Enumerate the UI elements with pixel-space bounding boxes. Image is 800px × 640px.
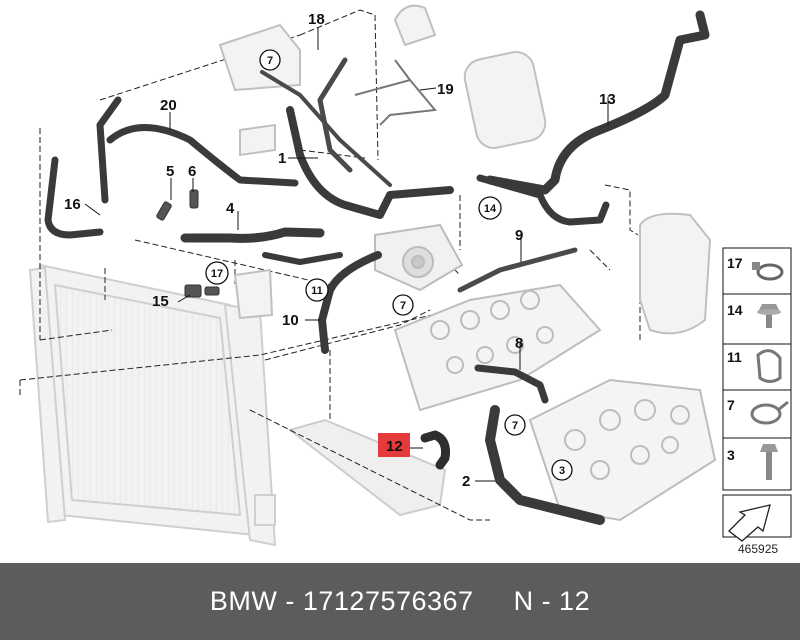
figure-number: 465925 <box>738 542 778 556</box>
circled-callout-7-low: 7 <box>512 420 518 432</box>
hose-20 <box>96 96 299 204</box>
callout-19: 19 <box>437 81 454 98</box>
circled-callout-7-top: 7 <box>267 55 273 67</box>
circled-callout-11: 11 <box>311 285 323 297</box>
circled-callout-17: 17 <box>211 268 223 280</box>
circled-callouts: 7 14 17 11 7 7 3 <box>205 49 573 481</box>
callout-16: 16 <box>64 196 81 213</box>
hose-9 <box>457 247 578 293</box>
footer-bar: BMW - 17127576367 N - 12 <box>0 563 800 640</box>
callout-18: 18 <box>308 11 325 28</box>
legend-label-11: 11 <box>727 349 742 365</box>
circled-callout-14: 14 <box>484 203 497 215</box>
legend-label-14: 14 <box>727 302 743 318</box>
callout-13: 13 <box>599 91 616 108</box>
fastener-legend: 17 14 11 7 3 <box>722 247 792 542</box>
callout-12: 12 <box>386 438 403 455</box>
callout-2: 2 <box>462 473 470 490</box>
callout-15: 15 <box>152 293 169 310</box>
leader-lines <box>84 27 609 482</box>
legend-label-3: 3 <box>727 447 735 463</box>
legend-label-17: 17 <box>727 255 743 271</box>
hose-1 <box>286 106 454 219</box>
hose-10 <box>318 251 382 354</box>
cylinder-head-upper <box>393 283 602 412</box>
arrow-icon <box>728 504 771 542</box>
hose-18 <box>317 57 353 173</box>
callout-5: 5 <box>166 163 174 180</box>
cylinder-head-lower <box>528 378 717 522</box>
callout-8: 8 <box>515 335 523 352</box>
coolant-pipe-lower <box>287 418 447 517</box>
callout-12-highlight: 12 <box>378 433 410 457</box>
hose-4 <box>180 227 325 243</box>
callout-9: 9 <box>515 227 523 244</box>
hose-8 <box>474 364 549 404</box>
hose-14 <box>476 174 610 226</box>
parts-diagram: 18 19 20 13 1 5 6 16 4 9 15 10 8 2 12 7 … <box>19 4 792 556</box>
part-code: BMW - 17127576367 <box>209 586 474 616</box>
circled-callout-7-mid: 7 <box>400 300 406 312</box>
hose-2 <box>485 405 605 525</box>
hoses <box>44 10 710 525</box>
upper-components <box>218 4 712 335</box>
small-parts <box>156 189 220 298</box>
hose-16 <box>44 156 104 239</box>
spring-clamp-icon <box>750 400 789 425</box>
legend-label-7: 7 <box>727 397 735 413</box>
item-reference: N - 12 <box>513 586 591 616</box>
clip-icon <box>756 349 782 383</box>
circled-callout-3: 3 <box>559 465 565 477</box>
callout-1: 1 <box>278 150 286 167</box>
callout-6: 6 <box>188 163 196 180</box>
water-pump <box>374 223 464 292</box>
bracket-19 <box>354 59 437 126</box>
callout-10: 10 <box>282 312 299 329</box>
hose-clamp-icon <box>752 262 784 281</box>
bolt-icon <box>760 444 778 480</box>
callouts: 18 19 20 13 1 5 6 16 4 9 15 10 8 2 <box>64 11 616 490</box>
hose-13 <box>485 10 710 195</box>
screw-icon <box>757 304 781 328</box>
hose-12 <box>420 430 450 470</box>
callout-20: 20 <box>160 97 177 114</box>
callout-4: 4 <box>226 200 235 217</box>
